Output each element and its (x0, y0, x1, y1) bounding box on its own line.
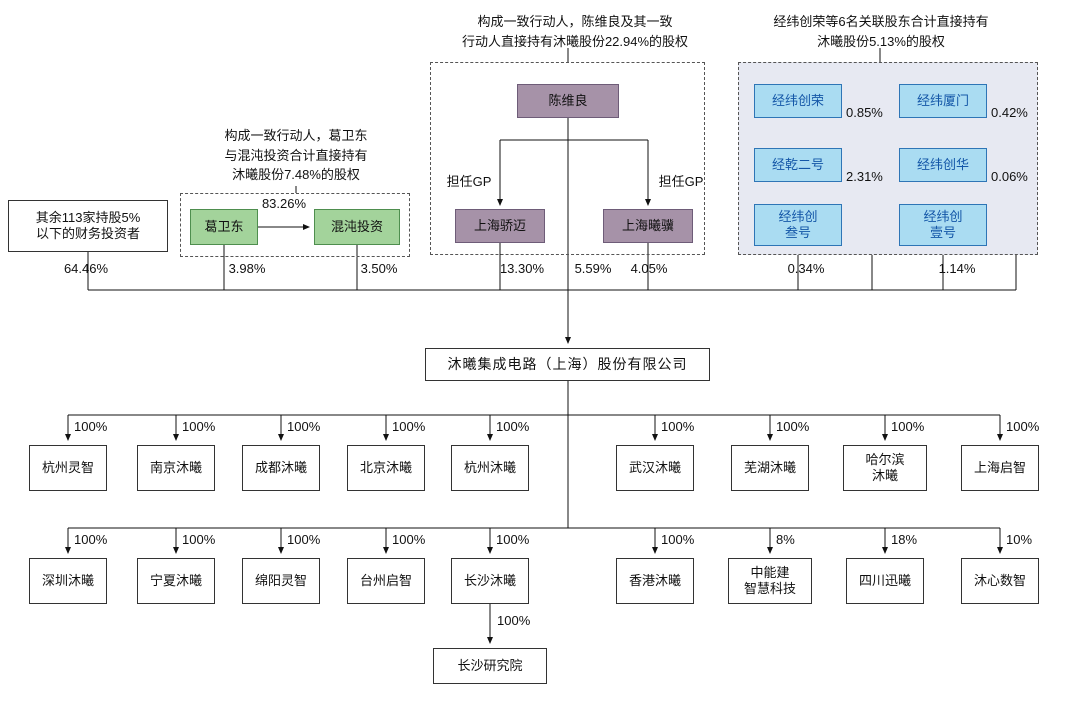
annotation-ge-group: 构成一致行动人，葛卫东 与混沌投资合计直接持有 沐曦股份7.48%的股权 (224, 128, 368, 182)
stake-label: 100% (776, 419, 810, 434)
subsidiary-zhongnengjian-zhihui-keji: 中能建 智慧科技 (728, 558, 812, 604)
shareholder-shanghai-xiji: 上海曦骥 (603, 209, 693, 243)
stake-label: 100% (182, 532, 216, 547)
subsidiary-nanjing-muxi: 南京沐曦 (137, 445, 215, 491)
shareholder-jingqian-erhao: 经乾二号 (754, 148, 842, 182)
gp-role-label: 担任GP (446, 174, 492, 189)
group-chen-weiliang (430, 62, 705, 255)
stake-label: 1.14% (938, 261, 976, 276)
shareholder-financial-investors: 其余113家持股5% 以下的财务投资者 (8, 200, 168, 252)
stake-label: 8% (776, 532, 795, 547)
stake-label: 0.85% (846, 105, 883, 120)
stake-label: 100% (392, 419, 426, 434)
stake-label: 100% (496, 532, 530, 547)
subsidiary-taizhou-qizhi: 台州启智 (347, 558, 425, 604)
shareholder-hundun-investment: 混沌投资 (314, 209, 400, 245)
stake-label: 3.50% (360, 261, 398, 276)
shareholder-jingwei-xiamen: 经纬厦门 (899, 84, 987, 118)
subsidiary-shanghai-qizhi: 上海启智 (961, 445, 1039, 491)
subsidiary-hangzhou-muxi: 杭州沐曦 (451, 445, 529, 491)
subsidiary-haerbin-muxi: 哈尔滨 沐曦 (843, 445, 927, 491)
stake-label: 100% (392, 532, 426, 547)
shareholder-ge-weidong: 葛卫东 (190, 209, 258, 245)
shareholder-shanghai-jiaomai: 上海骄迈 (455, 209, 545, 243)
stake-label: 100% (1006, 419, 1040, 434)
subsidiary-ningxia-muxi: 宁夏沐曦 (137, 558, 215, 604)
stake-label: 0.42% (991, 105, 1028, 120)
subsidiary-beijing-muxi: 北京沐曦 (347, 445, 425, 491)
shareholder-jingwei-chuang-sanhao: 经纬创 叁号 (754, 204, 842, 246)
stake-label: 100% (661, 532, 695, 547)
stake-label: 100% (496, 419, 530, 434)
subsidiary-changsha-institute: 长沙研究院 (433, 648, 547, 684)
stake-label: 100% (182, 419, 216, 434)
gp-role-label: 担任GP (658, 174, 704, 189)
shareholder-jingwei-chuangrong: 经纬创荣 (754, 84, 842, 118)
stake-label: 2.31% (846, 169, 883, 184)
shareholder-jingwei-chuanghua: 经纬创华 (899, 148, 987, 182)
stake-label: 83.26% (261, 196, 307, 211)
stake-label: 100% (287, 419, 321, 434)
subsidiary-wuhu-muxi: 芜湖沐曦 (731, 445, 809, 491)
subsidiary-sichuan-xunxi: 四川迅曦 (846, 558, 924, 604)
annotation-jingwei-group: 经纬创荣等6名关联股东合计直接持有 沐曦股份5.13%的股权 (773, 14, 989, 49)
stake-label: 100% (74, 419, 108, 434)
subsidiary-wuhan-muxi: 武汉沐曦 (616, 445, 694, 491)
stake-label: 100% (287, 532, 321, 547)
shareholder-chen-weiliang: 陈维良 (517, 84, 619, 118)
stake-label: 10% (1006, 532, 1033, 547)
subsidiary-mianyang-lingzhi: 绵阳灵智 (242, 558, 320, 604)
stake-label: 4.05% (630, 261, 668, 276)
stake-label: 13.30% (499, 261, 545, 276)
stake-label: 0.34% (787, 261, 825, 276)
subsidiary-muxin-shuzhi: 沐心数智 (961, 558, 1039, 604)
subsidiary-hangzhou-lingzhi: 杭州灵智 (29, 445, 107, 491)
company-muxi: 沐曦集成电路（上海）股份有限公司 (425, 348, 710, 381)
group-ge-hundun (180, 193, 410, 257)
stake-label: 64.46% (63, 261, 109, 276)
subsidiary-xianggang-muxi: 香港沐曦 (616, 558, 694, 604)
stake-label: 100% (74, 532, 108, 547)
shareholder-jingwei-chuang-yihao: 经纬创 壹号 (899, 204, 987, 246)
stake-label: 0.06% (991, 169, 1028, 184)
stake-label: 100% (497, 613, 531, 628)
stake-label: 5.59% (574, 261, 612, 276)
stake-label: 100% (661, 419, 695, 434)
subsidiary-shenzhen-muxi: 深圳沐曦 (29, 558, 107, 604)
stake-label: 100% (891, 419, 925, 434)
subsidiary-chengdu-muxi: 成都沐曦 (242, 445, 320, 491)
stake-label: 3.98% (228, 261, 266, 276)
subsidiary-changsha-muxi: 长沙沐曦 (451, 558, 529, 604)
annotation-chen-group: 构成一致行动人，陈维良及其一致 行动人直接持有沐曦股份22.94%的股权 (461, 14, 689, 49)
stake-label: 18% (891, 532, 918, 547)
